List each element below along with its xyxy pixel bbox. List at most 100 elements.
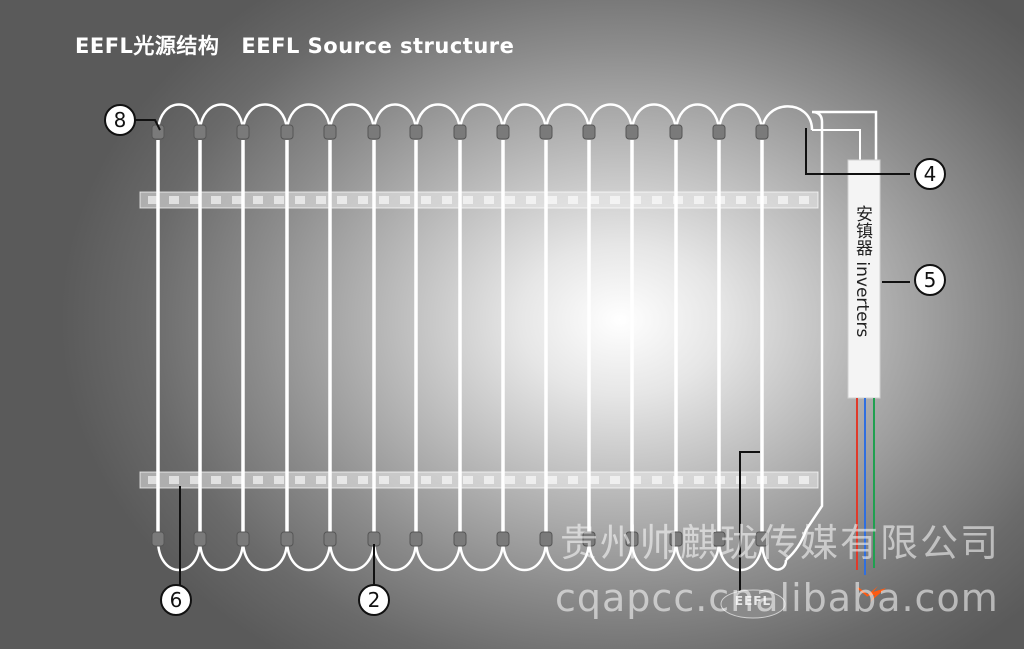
bottom-loop (674, 539, 721, 572)
tube-end-cap (409, 124, 423, 140)
tube-end-cap (323, 124, 337, 140)
rail-clip (442, 476, 452, 484)
tube-end-cap (496, 124, 510, 140)
rail-clip (526, 476, 536, 484)
rail-clip (295, 196, 305, 204)
tube-end-cap (625, 124, 639, 140)
tube-end-cap (236, 531, 250, 547)
callout-number: 2 (368, 588, 381, 612)
rail-clip (316, 476, 326, 484)
tube-end-cap (712, 531, 726, 547)
rail-clip (547, 476, 557, 484)
tube-end-cap (151, 531, 165, 547)
inverter-label-cn: 安镇器 (852, 205, 872, 256)
callout-circle (104, 104, 136, 136)
title-en: EEFL Source structure (241, 34, 515, 58)
rail-clip (463, 196, 473, 204)
rail-clip (232, 196, 242, 204)
callout-circle (160, 584, 192, 616)
rail-clip (526, 196, 536, 204)
support-rail-1 (139, 191, 819, 209)
tube-end-cap (755, 124, 769, 140)
top-loop (760, 105, 814, 134)
tube-end-cap (367, 531, 381, 547)
rail-clip (631, 476, 641, 484)
rail-clip (211, 476, 221, 484)
tube-end-cap (625, 531, 639, 547)
callout-circle (914, 264, 946, 296)
top-loop (458, 103, 505, 134)
rail-clip (316, 196, 326, 204)
rail-clip (631, 196, 641, 204)
callout-5: 5 (914, 264, 946, 296)
tube-end-cap (712, 124, 726, 140)
rail-clip (148, 196, 158, 204)
top-loop (544, 103, 591, 134)
rail-clip (274, 196, 284, 204)
top-loop (198, 103, 245, 134)
rail-clip (169, 196, 179, 204)
top-loop (156, 103, 202, 134)
title-cn: EEFL光源结构 (75, 34, 220, 58)
bottom-loop (458, 539, 505, 572)
tube-end-cap (280, 531, 294, 547)
tube-end-cap (539, 124, 553, 140)
page-title: EEFL光源结构 EEFL Source structure (75, 30, 514, 60)
bottom-loop (544, 539, 591, 572)
tube-end-cap (669, 124, 683, 140)
inverter-box (847, 159, 881, 399)
bottom-loop (501, 539, 548, 572)
rail-clip (337, 196, 347, 204)
tube-end-cap (280, 124, 294, 140)
top-loop (587, 103, 634, 134)
tube-end-cap (453, 531, 467, 547)
leader-logo (739, 451, 760, 594)
rail-clip (694, 476, 704, 484)
tube-end-cap (193, 124, 207, 140)
rail-clip (568, 476, 578, 484)
tube-end-cap (755, 531, 769, 547)
eefl-logo-badge (720, 589, 786, 619)
spark-icon (866, 586, 886, 602)
spark-icon-accent (857, 587, 869, 597)
rail-clip (673, 476, 683, 484)
rail-clip (379, 476, 389, 484)
top-loop (630, 103, 678, 134)
rail-clip (442, 196, 452, 204)
leader-4 (805, 128, 910, 175)
rail-clip (253, 196, 263, 204)
callout-circle (914, 158, 946, 190)
rail-clip (736, 196, 746, 204)
top-loop (285, 103, 332, 134)
rail-clip (421, 476, 431, 484)
top-loop (717, 103, 764, 134)
tube-end-cap (236, 124, 250, 140)
tube-end-cap (409, 531, 423, 547)
callout-circle (358, 584, 390, 616)
rail-clip (358, 476, 368, 484)
rail-clip (547, 196, 557, 204)
bottom-loop (241, 539, 289, 572)
callout-2: 2 (358, 584, 390, 616)
rail-clip (379, 196, 389, 204)
watermark-company: 贵州帅麒珑传媒有限公司 (560, 521, 1001, 565)
tube-end-cap (193, 531, 207, 547)
return-wire (785, 110, 878, 561)
support-rail-2 (139, 471, 819, 489)
rail-clip (274, 476, 284, 484)
tube-end-cap (669, 531, 683, 547)
bottom-loop (414, 539, 462, 572)
rail-clip (148, 476, 158, 484)
rail-clip (673, 196, 683, 204)
rail-clip (589, 476, 599, 484)
callout-number: 4 (924, 162, 937, 186)
rail-clip (610, 476, 620, 484)
rail-clip (505, 196, 515, 204)
rail-clip (799, 196, 809, 204)
bottom-loop (328, 539, 376, 572)
bottom-loop (760, 539, 788, 571)
rail-clip (337, 476, 347, 484)
tube-end-cap (539, 531, 553, 547)
eefl-logo-text: EEFL (734, 594, 772, 608)
tube-end-cap (496, 531, 510, 547)
